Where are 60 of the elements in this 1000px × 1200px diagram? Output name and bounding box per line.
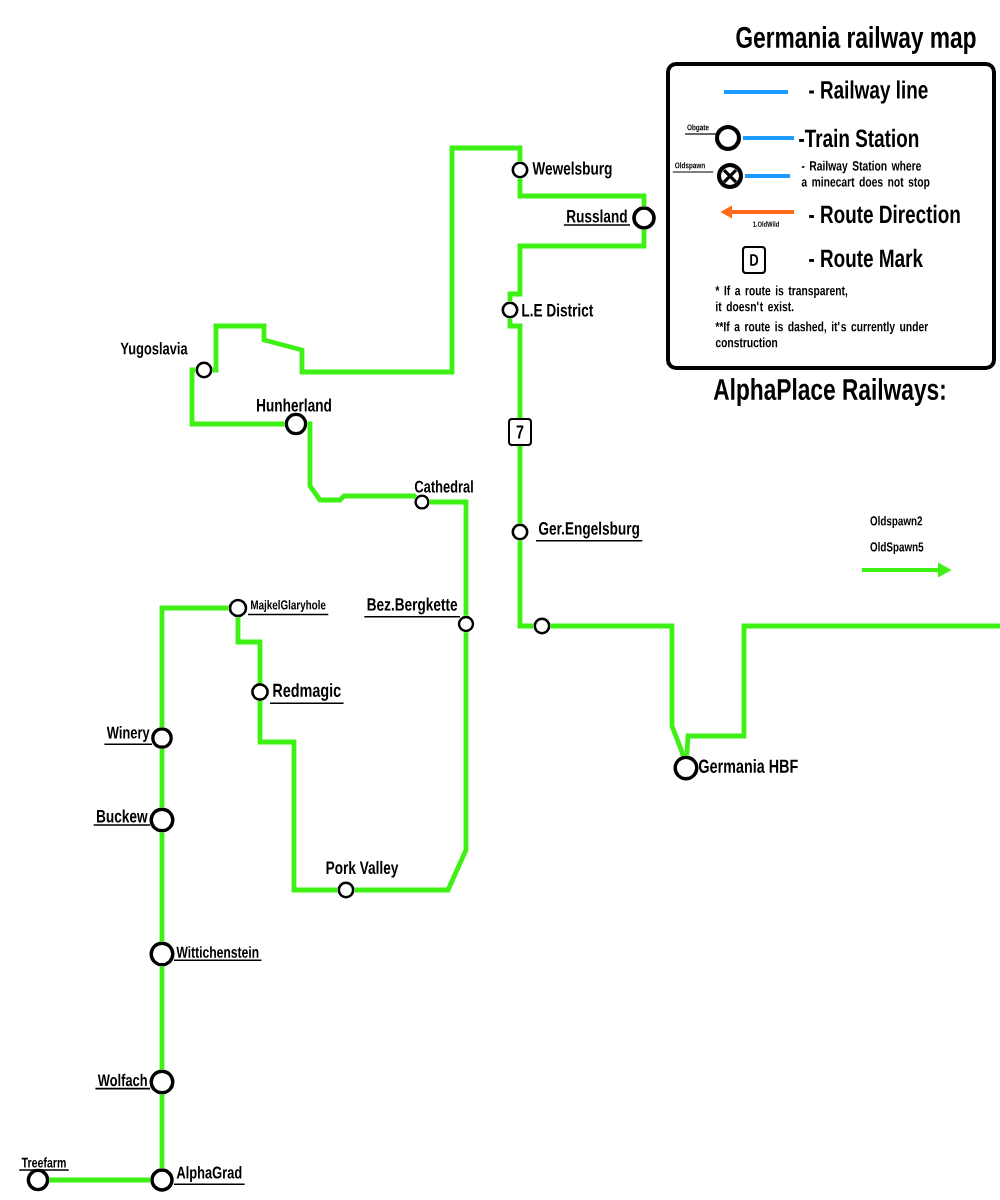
- station-label: Ger.Engelsburg: [535, 521, 644, 542]
- rail-line: [429, 499, 469, 616]
- station-circle: [511, 161, 529, 179]
- station-label: Buckew: [92, 809, 151, 826]
- station-label: Winery: [103, 726, 153, 746]
- legend-text: - Route Mark: [809, 248, 924, 268]
- rail-line: [257, 700, 338, 893]
- rail-line: [159, 966, 165, 1070]
- rail-line: [159, 832, 165, 942]
- rail-line: [507, 318, 523, 524]
- station-circle: [501, 301, 519, 319]
- station-circle: [195, 361, 213, 379]
- rail-line: [550, 623, 686, 757]
- station-circle: [284, 412, 308, 436]
- rail-line: [49, 1177, 151, 1183]
- rail-line: [684, 623, 1000, 756]
- station-circle: [149, 941, 175, 967]
- station-label: Redmagic: [269, 683, 345, 705]
- map-title: Germania railway map: [736, 26, 976, 54]
- legend-text: - Railway line: [809, 80, 928, 104]
- station-circle: [150, 1168, 174, 1192]
- station-label: Hunherland: [257, 398, 331, 412]
- station-label: Bez.Bergkette: [363, 597, 461, 618]
- rail-line: [517, 178, 647, 207]
- station-label: Wewelsburg: [532, 161, 612, 179]
- rail-line: [517, 540, 534, 629]
- legend-text: - Route Direction: [809, 204, 960, 224]
- rail-line: [210, 145, 523, 375]
- rail-line: [307, 421, 418, 503]
- route-mark: D: [742, 246, 766, 274]
- station-label: Wolfach: [94, 1073, 151, 1090]
- station-circle: [251, 683, 269, 701]
- station-label: L.E District: [522, 303, 594, 317]
- rail-line: [159, 1094, 165, 1169]
- station-circle: [337, 881, 355, 899]
- rail-line: [354, 632, 469, 893]
- station-circle: [26, 1168, 50, 1192]
- legend-text: -Train Station: [799, 128, 919, 148]
- rail-line: [507, 229, 647, 302]
- station-circle: [533, 617, 551, 635]
- rail-line: [189, 367, 285, 427]
- station-label: Russland: [563, 209, 631, 226]
- station-circle: [149, 807, 175, 833]
- station-circle: [228, 598, 248, 618]
- station-label: Germania HBF: [699, 759, 798, 773]
- station-label: AlphaGrad: [173, 1166, 246, 1186]
- station-circle: [149, 1069, 175, 1095]
- station-label: Cathedral: [414, 480, 473, 493]
- station-circle: [151, 727, 173, 749]
- station-circle: [457, 615, 475, 633]
- heading: AlphaPlace Railways:: [713, 378, 945, 406]
- rail-line: [159, 748, 165, 808]
- station-circle: [632, 206, 656, 230]
- rail-line: [159, 605, 229, 728]
- rail-line: [235, 617, 263, 684]
- station-label: Pork Valley: [326, 860, 399, 878]
- station-label: Yugoslavia: [120, 342, 188, 358]
- station-circle: [511, 523, 529, 541]
- station-circle: [673, 755, 699, 781]
- route-mark: 7: [508, 418, 532, 446]
